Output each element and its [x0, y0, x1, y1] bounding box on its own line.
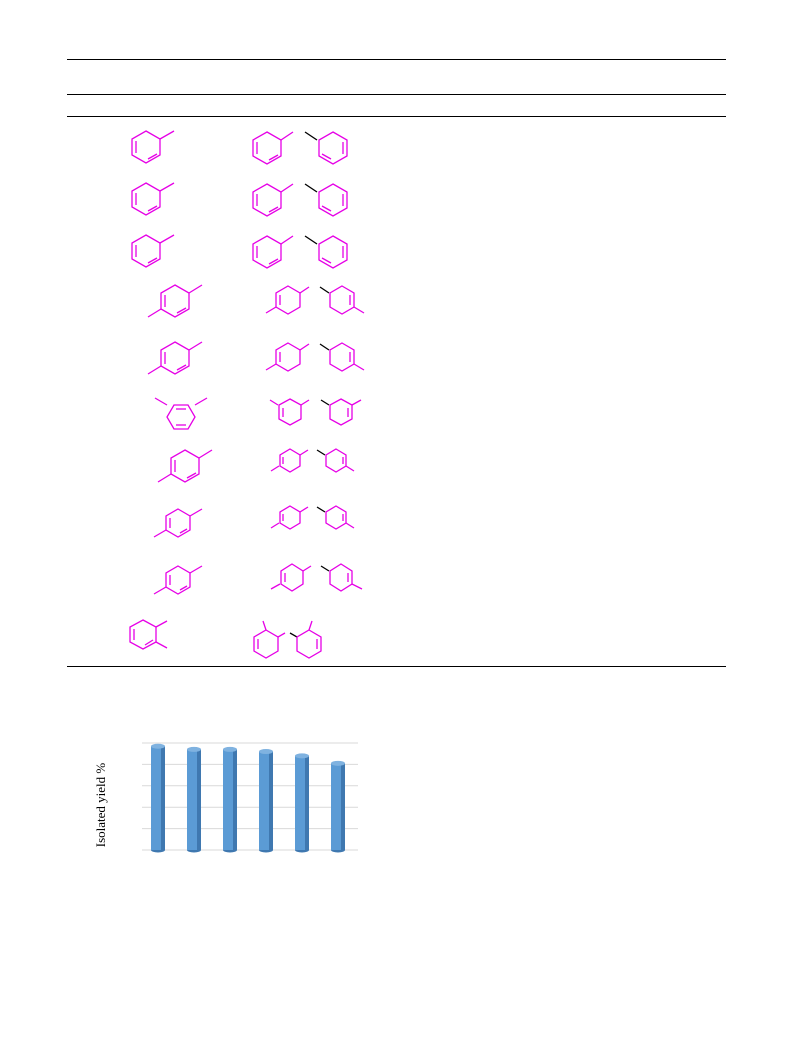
reactant-structure-6 [154, 397, 208, 430]
bar-2 [187, 746, 201, 853]
product-structure-3 [252, 235, 348, 269]
reactant-structure-5 [147, 341, 203, 375]
reactant-structure-2 [131, 182, 175, 216]
bars [151, 743, 345, 853]
table-body-rule [67, 116, 726, 117]
table-top-rule [67, 59, 726, 60]
bar-5 [295, 753, 309, 853]
reactant-structure-1 [131, 130, 175, 164]
reactant-structure-4 [147, 284, 203, 318]
product-structure-4 [265, 285, 365, 315]
product-structure-9 [270, 563, 363, 592]
reactant-structure-10 [129, 619, 168, 650]
table-header-rule [67, 94, 726, 95]
product-structure-2 [252, 183, 348, 217]
reactant-structure-8 [153, 508, 203, 538]
bar-3 [223, 746, 237, 853]
product-structure-10 [253, 620, 322, 659]
product-structure-6 [269, 398, 362, 426]
reactant-structure-9 [153, 565, 203, 595]
bar-1 [151, 743, 165, 853]
y-axis-label: Isolated yield % [93, 763, 108, 848]
product-structure-8 [270, 505, 355, 530]
gridlines [142, 742, 358, 851]
product-structure-5 [265, 342, 365, 372]
reactant-structure-7 [157, 449, 213, 483]
bar-4 [259, 749, 273, 853]
yield-bar-chart: Isolated yield % [93, 742, 358, 853]
bar-6 [331, 760, 345, 853]
table-bottom-rule [67, 666, 726, 667]
product-structure-1 [252, 131, 348, 165]
product-structure-7 [270, 448, 355, 473]
reactant-structure-3 [131, 234, 175, 268]
